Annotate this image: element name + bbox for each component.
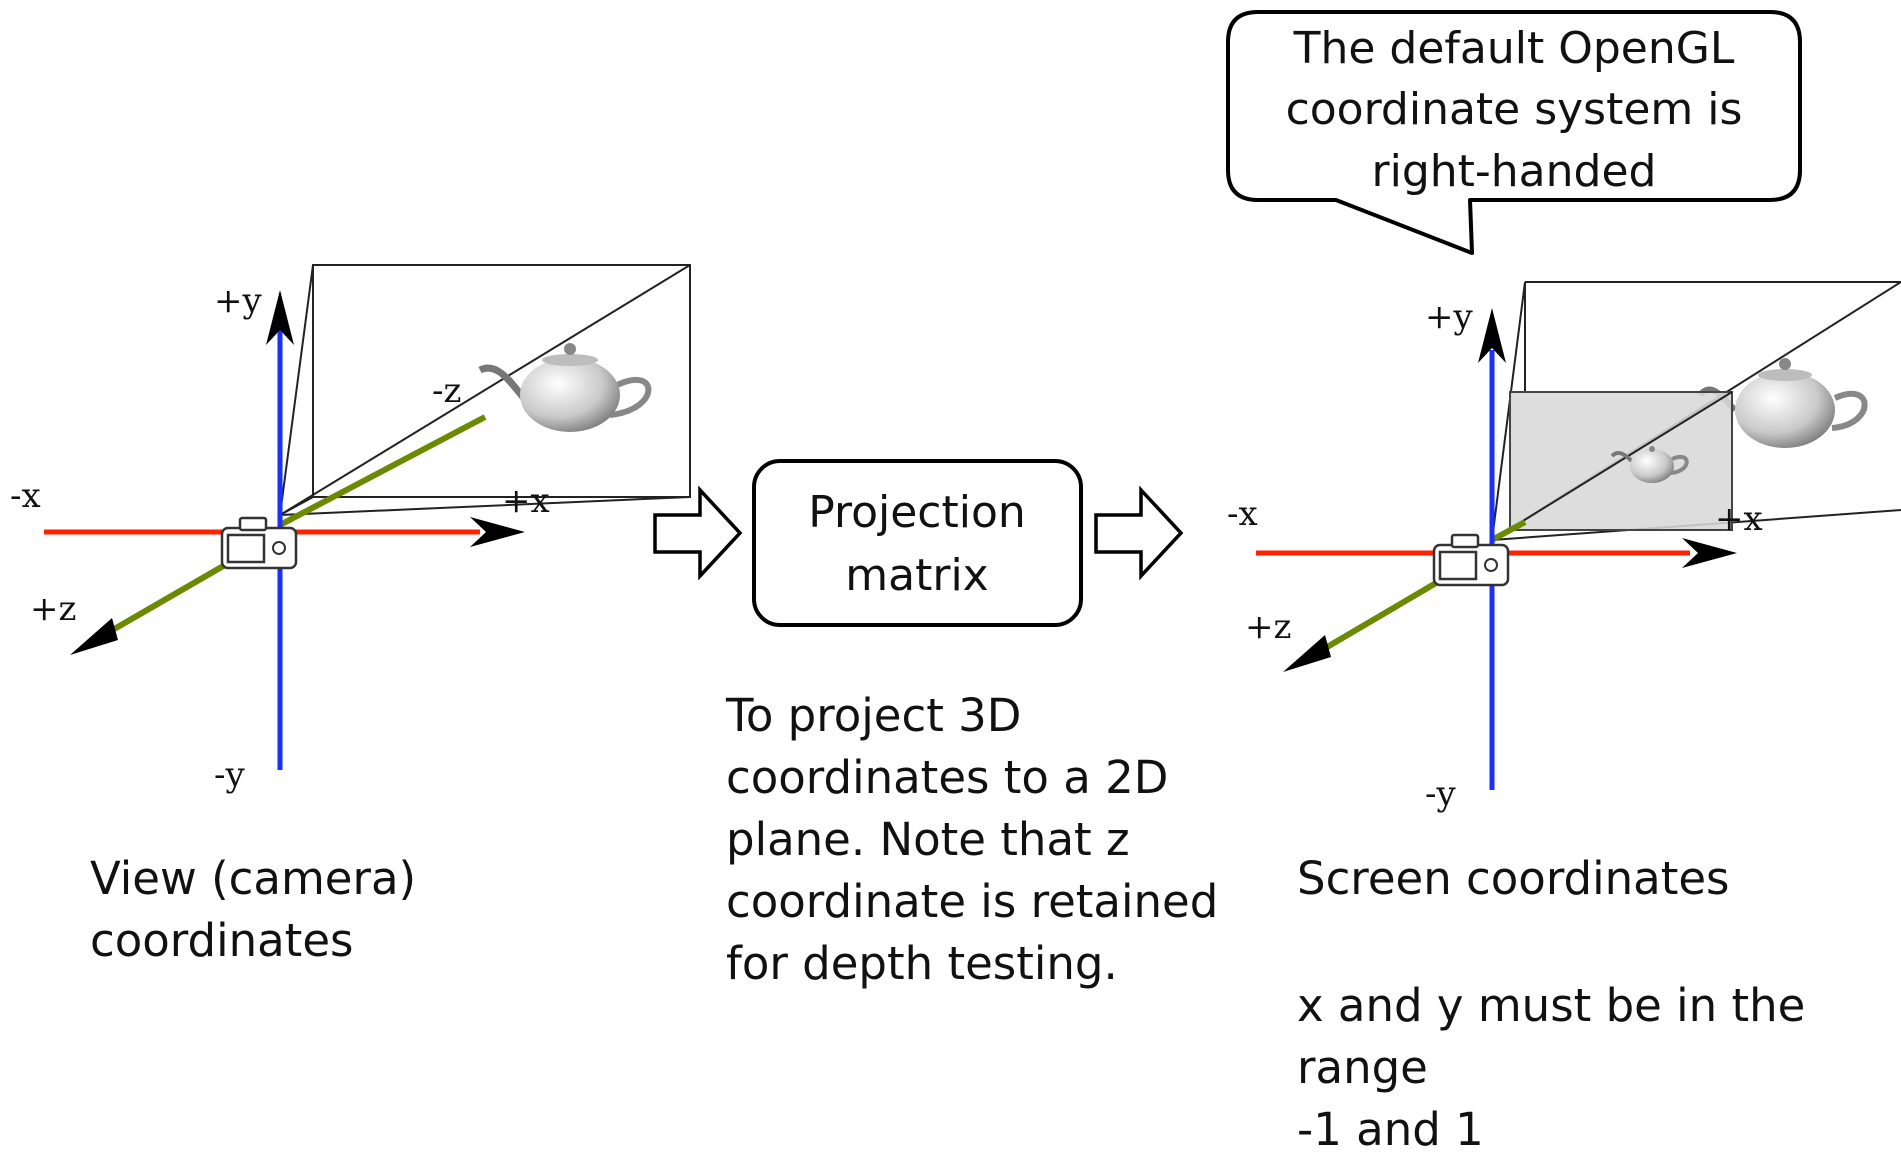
opengl-coordinate-diagram: +y -y -x +x +z -z Projection matrix The … <box>10 10 1901 814</box>
projection-plane-diagonal <box>1491 391 1733 541</box>
projection-caption: To project 3D coordinates to a 2D plane.… <box>726 689 1219 990</box>
right-camera-icon <box>1432 533 1510 587</box>
left-minus-y-label: -y <box>214 755 245 795</box>
left-teapot-icon <box>478 343 652 432</box>
range-caption: x and y must be in the range -1 and 1 <box>1297 979 1806 1156</box>
callout-line3: right-handed <box>1372 146 1657 197</box>
right-z-axis-negative <box>1490 519 1527 543</box>
left-minus-x-label: -x <box>10 476 41 516</box>
projection-box-line2: matrix <box>845 550 988 601</box>
view-coordinates-panel: +y -y -x +x +z -z <box>10 264 691 795</box>
left-z-axis-negative <box>278 414 487 528</box>
view-coordinates-caption: View (camera) coordinates <box>90 852 417 967</box>
left-z-arrowhead <box>70 618 118 655</box>
callout-bubble <box>1226 10 1802 255</box>
left-x-arrowhead <box>470 517 525 547</box>
left-y-arrowhead <box>266 290 294 345</box>
right-hollow-arrow <box>1094 485 1184 581</box>
right-x-arrowhead <box>1682 538 1737 568</box>
screen-coordinates-panel: The default OpenGL coordinate system is … <box>1226 10 1901 814</box>
left-camera-icon <box>220 516 298 570</box>
right-minus-y-label: -y <box>1425 774 1456 814</box>
right-plus-y-label: +y <box>1425 297 1473 337</box>
left-hollow-arrow <box>653 485 743 581</box>
screen-coordinates-caption: Screen coordinates <box>1297 852 1730 905</box>
callout-line2: coordinate system is <box>1286 84 1743 135</box>
left-plus-y-label: +y <box>214 281 262 321</box>
right-z-arrowhead <box>1283 635 1331 672</box>
right-y-arrowhead <box>1478 308 1506 363</box>
right-plus-z-label: +z <box>1245 607 1291 647</box>
left-plus-x-label: +x <box>502 481 550 521</box>
left-plus-z-label: +z <box>30 589 76 629</box>
callout-line1: The default OpenGL <box>1293 23 1735 74</box>
projected-teapot-icon <box>1610 446 1689 483</box>
projection-matrix-box <box>752 459 1083 627</box>
right-minus-x-label: -x <box>1227 494 1258 534</box>
left-view-frustum <box>279 264 691 516</box>
left-minus-z-label: -z <box>432 371 461 411</box>
right-plus-x-label: +x <box>1715 499 1763 539</box>
projection-box-line1: Projection <box>808 487 1026 538</box>
projection-panel: Projection matrix <box>653 459 1184 627</box>
